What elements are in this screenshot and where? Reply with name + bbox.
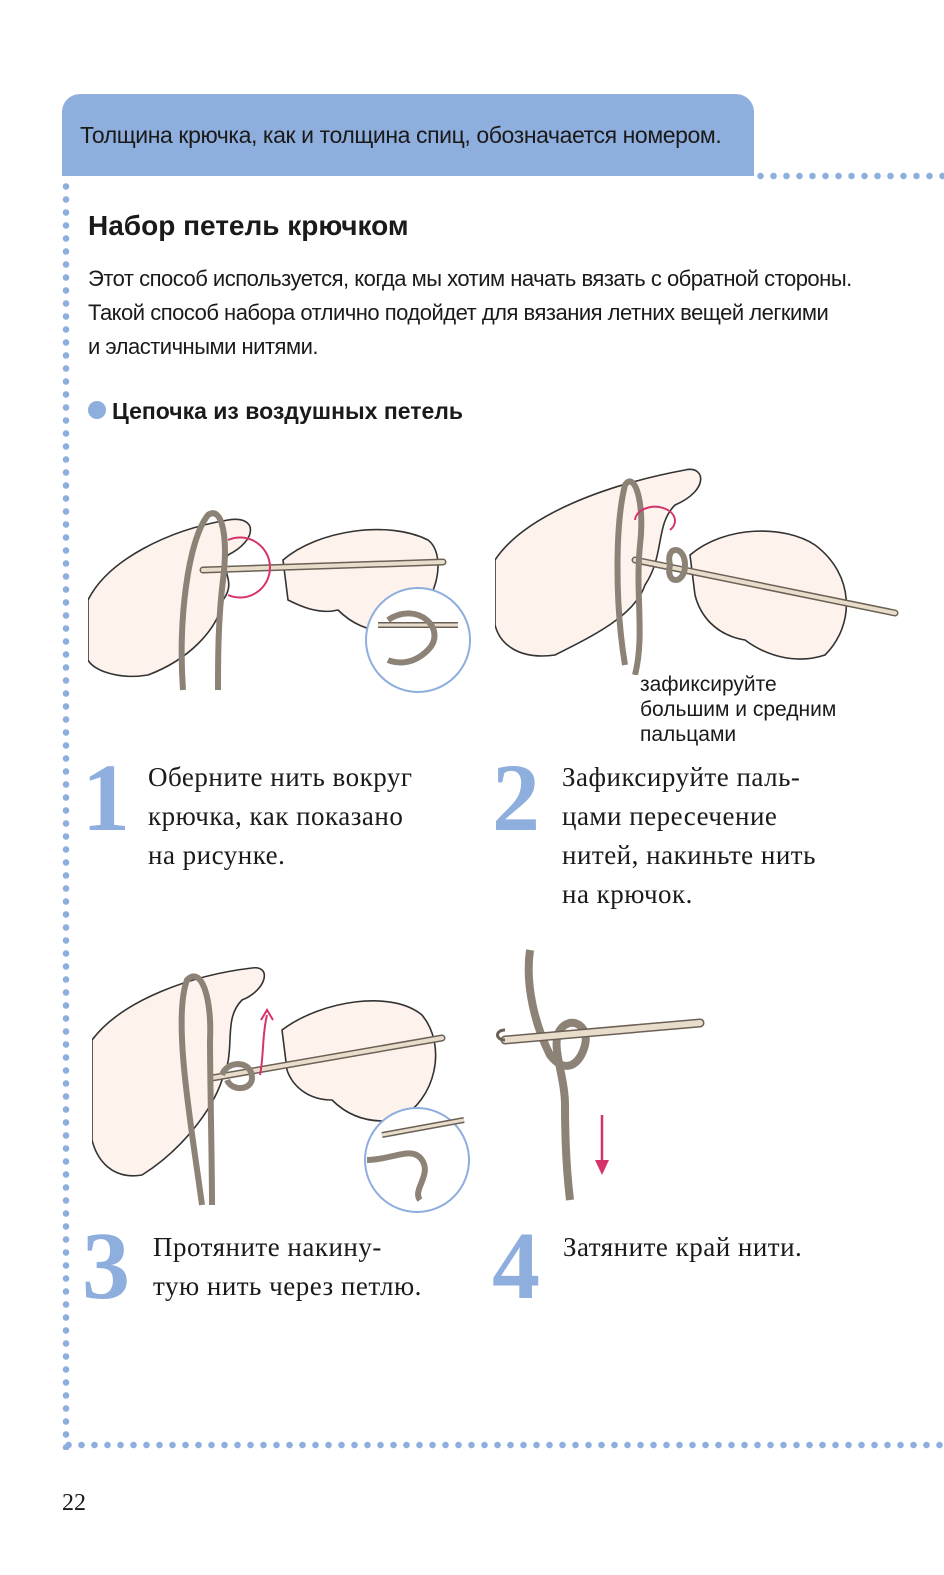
step-4-number: 4	[492, 1212, 540, 1319]
step-3-text: Протяните накину- тую нить через петлю.	[153, 1228, 422, 1306]
intro-line: Такой способ набора отлично подойдет для…	[88, 300, 829, 325]
intro-line: и эластичными нитями.	[88, 334, 319, 359]
step-line: тую нить через петлю.	[153, 1271, 422, 1301]
tip-banner: Толщина крючка, как и толщина спиц, обоз…	[62, 94, 754, 176]
dotted-border-top	[754, 172, 944, 180]
step-line: Зафиксируйте паль-	[562, 762, 801, 792]
step-line: Протяните накину-	[153, 1232, 382, 1262]
annotation-line: большим и средним	[640, 698, 837, 721]
step-2-illustration	[495, 468, 899, 675]
dotted-border-bottom	[62, 1441, 944, 1449]
intro-line: Этот способ используется, когда мы хотим…	[88, 266, 852, 291]
subsection-title: Цепочка из воздушных петель	[112, 398, 464, 424]
annotation-note: зафиксируйте большим и средним пальцами	[640, 672, 836, 747]
step-3-illustration	[92, 967, 470, 1213]
step-2-text: Зафиксируйте паль- цами пересечение ните…	[562, 758, 816, 914]
step-1-illustration	[88, 510, 471, 693]
step-1-number: 1	[82, 744, 130, 851]
step-line: Оберните нить вокруг	[148, 762, 413, 792]
step-line: нитей, накиньте нить	[562, 840, 816, 870]
annotation-line: пальцами	[640, 723, 737, 746]
step-4-text: Затяните край нити.	[563, 1228, 802, 1267]
step-3-number: 3	[82, 1212, 130, 1319]
page-number: 22	[62, 1490, 86, 1516]
step-line: на рисунке.	[148, 840, 286, 870]
tip-text: Толщина крючка, как и толщина спиц, обоз…	[80, 122, 722, 148]
subsection-heading: Цепочка из воздушных петель	[88, 398, 463, 428]
intro-paragraph: Этот способ используется, когда мы хотим…	[88, 262, 878, 364]
section-title: Набор петель крючком	[88, 210, 409, 241]
step-2-number: 2	[492, 744, 540, 851]
step-line: на крючок.	[562, 879, 693, 909]
step-4-illustration	[496, 949, 705, 1201]
step-1-text: Оберните нить вокруг крючка, как показан…	[148, 758, 412, 875]
annotation-line: зафиксируйте	[640, 673, 777, 696]
bullet-icon	[88, 400, 106, 419]
step-line: Затяните край нити.	[563, 1232, 803, 1262]
dotted-border-left	[62, 180, 70, 1450]
step-line: цами пересечение	[562, 801, 778, 831]
step-line: крючка, как показано	[148, 801, 404, 831]
